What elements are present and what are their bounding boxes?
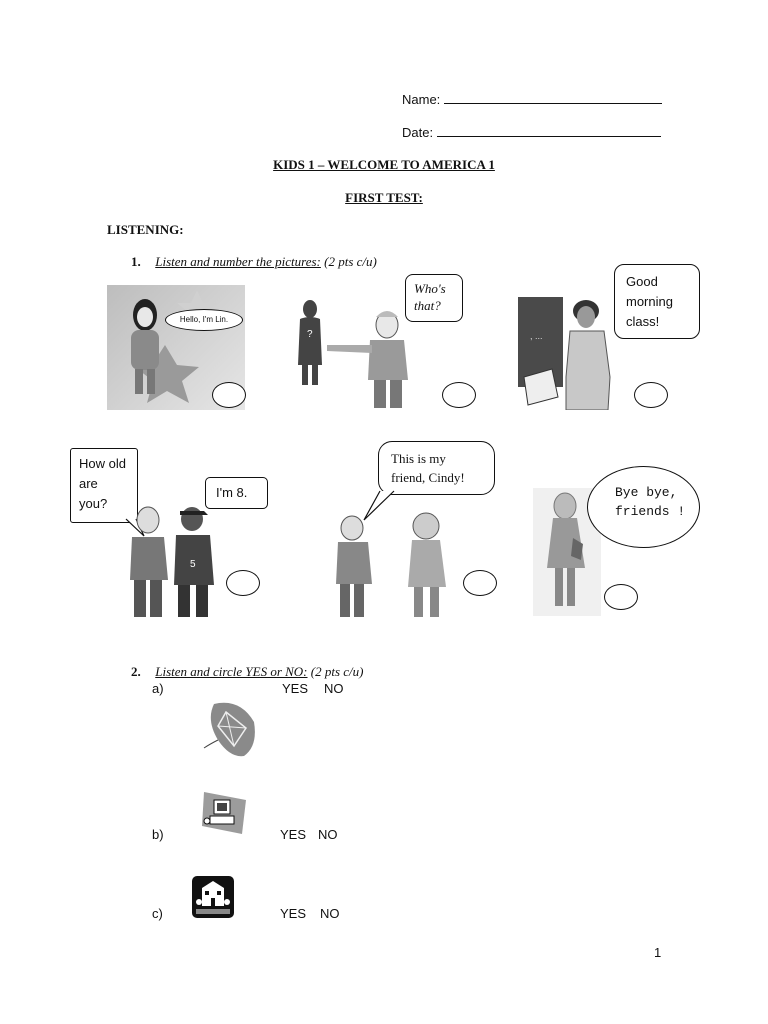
boy-pointing-illustration: ?: [298, 300, 408, 408]
answer-circle-1[interactable]: [212, 382, 246, 408]
test-title: KIDS 1 – WELCOME TO AMERICA 1: [273, 157, 495, 172]
date-blank[interactable]: [436, 125, 661, 137]
question-2: 2. Listen and circle YES or NO: (2 pts c…: [131, 664, 363, 680]
item-a-yes[interactable]: YES: [282, 681, 309, 696]
item-a-letter: a): [152, 681, 164, 696]
computer-icon: [202, 792, 246, 834]
lin-speech-bubble: Hello, I'm Lin.: [165, 309, 243, 331]
item-c-yes[interactable]: YES: [280, 906, 307, 921]
answer-circle-2[interactable]: [442, 382, 476, 408]
two-boys-illustration: 5: [130, 506, 214, 617]
picture-bye: [533, 488, 601, 616]
section-heading: LISTENING:: [107, 222, 184, 237]
answer-circle-4[interactable]: [226, 570, 260, 596]
page-number: 1: [654, 945, 662, 960]
q1-points: (2 pts c/u): [324, 254, 377, 269]
kite-icon: [203, 702, 255, 757]
picture-boy-and-cindy: [330, 512, 455, 617]
friend-cindy-speech-bubble: This is my friend, Cindy!: [378, 441, 495, 495]
item-b-letter: b): [152, 827, 164, 842]
good-morning-speech-bubble: Good morning class!: [614, 264, 700, 339]
q2-instruction: Listen and circle YES or NO:: [155, 664, 308, 679]
picture-teacher: , ...: [518, 297, 630, 410]
picture-two-boys: 5: [110, 505, 225, 617]
answer-circle-6[interactable]: [604, 584, 638, 610]
whos-that-speech-bubble: Who's that?: [405, 274, 463, 322]
how-old-speech-bubble: How old are you?: [70, 448, 138, 523]
teacher-illustration: , ...: [518, 297, 611, 410]
picture-lin: Hello, I'm Lin.: [107, 285, 245, 410]
test-subtitle: FIRST TEST:: [345, 190, 423, 205]
item-b-no[interactable]: NO: [318, 827, 338, 842]
bye-speech-bubble: Bye bye, friends !: [587, 466, 700, 548]
date-row: Date:: [402, 125, 661, 140]
friend-bubble-tail: [363, 490, 395, 521]
q2-number: 2.: [131, 664, 141, 679]
item-b-yes[interactable]: YES: [280, 827, 307, 842]
name-blank[interactable]: [443, 92, 662, 104]
house-icon: [192, 876, 234, 918]
item-c-letter: c): [152, 906, 163, 921]
picture-whos-that: ?: [292, 295, 432, 410]
answer-circle-3[interactable]: [634, 382, 668, 408]
date-label: Date:: [402, 125, 434, 140]
name-row: Name:: [402, 92, 662, 107]
answer-circle-5[interactable]: [463, 570, 497, 596]
girl-waving-illustration: [547, 492, 585, 606]
name-label: Name:: [402, 92, 441, 107]
item-a-no[interactable]: NO: [324, 681, 344, 696]
svg-text:, ...: , ...: [530, 331, 543, 341]
q1-instruction: Listen and number the pictures:: [155, 254, 321, 269]
svg-text:5: 5: [190, 559, 196, 570]
boy-and-girl-illustration: [336, 512, 446, 617]
item-c-no[interactable]: NO: [320, 906, 340, 921]
q1-number: 1.: [131, 254, 141, 269]
svg-text:?: ?: [307, 329, 313, 340]
q2-points: (2 pts c/u): [310, 664, 364, 679]
im-8-speech-bubble: I'm 8.: [205, 477, 268, 509]
question-1: 1. Listen and number the pictures: (2 pt…: [131, 254, 377, 270]
